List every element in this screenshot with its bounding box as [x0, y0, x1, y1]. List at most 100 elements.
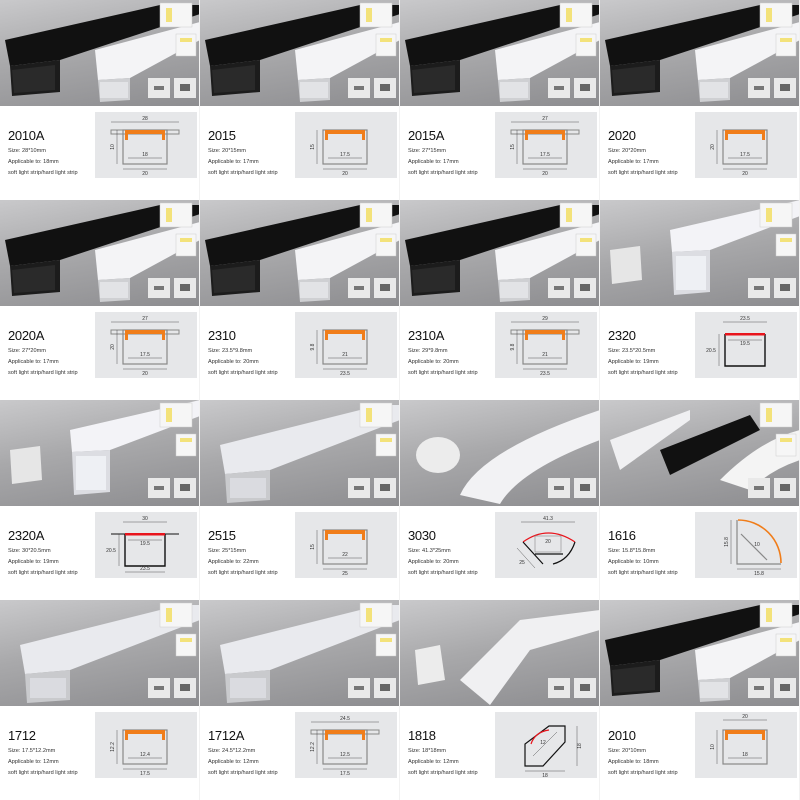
product-photo[interactable]	[200, 400, 399, 506]
dimension-label: 19.5	[140, 541, 150, 547]
product-photo[interactable]	[400, 0, 599, 106]
strip-type: soft light strip/hard light strip	[408, 170, 478, 176]
product-card[interactable]: 2010A Size: 28*10mm Applicable to: 18mm …	[0, 0, 200, 200]
size-line: Size: 27*15mm	[408, 148, 446, 154]
model-number: 1712A	[208, 728, 245, 743]
product-card[interactable]: 1818 Size: 18*18mm Applicable to: 12mm s…	[400, 600, 600, 800]
applicable-label: Applicable to:	[8, 559, 44, 565]
product-card[interactable]: 1616 Size: 15.8*15.8mm Applicable to: 10…	[600, 400, 800, 600]
strip-type: soft light strip/hard light strip	[608, 370, 678, 376]
product-photo[interactable]	[400, 600, 599, 706]
applicable-label: Applicable to:	[8, 759, 44, 765]
size-label: Size:	[408, 148, 422, 154]
applicable-label: Applicable to:	[608, 359, 644, 365]
model-number: 2320A	[8, 528, 45, 543]
product-photo[interactable]	[0, 0, 199, 106]
strip-type: soft light strip/hard light strip	[608, 570, 678, 576]
product-photo[interactable]	[0, 200, 199, 306]
size-label: Size:	[208, 748, 222, 754]
product-card[interactable]: 2320 Size: 23.5*20.5mm Applicable to: 19…	[600, 200, 800, 400]
dimension-label: 17.5	[340, 152, 350, 158]
dimension-label: 20	[742, 714, 748, 720]
product-photo[interactable]	[600, 0, 799, 106]
product-photo[interactable]	[600, 200, 799, 306]
product-card[interactable]: 2020A Size: 27*20mm Applicable to: 17mm …	[0, 200, 200, 400]
size-label: Size:	[408, 348, 422, 354]
product-card[interactable]: 2320A Size: 30*20.5mm Applicable to: 19m…	[0, 400, 200, 600]
model-number: 2310A	[408, 328, 445, 343]
size-line: Size: 30*20.5mm	[8, 548, 51, 554]
product-card[interactable]: 2310 Size: 23.5*9.8mm Applicable to: 20m…	[200, 200, 400, 400]
strip-type: soft light strip/hard light strip	[208, 770, 278, 776]
product-card[interactable]: 2020 Size: 20*20mm Applicable to: 17mm s…	[600, 0, 800, 200]
model-number: 1712	[8, 728, 36, 743]
applicable-label: Applicable to:	[208, 759, 244, 765]
applicable-value: 17mm	[443, 159, 459, 165]
product-card[interactable]: 2015 Size: 20*15mm Applicable to: 17mm s…	[200, 0, 400, 200]
dimension-label: 10	[710, 744, 716, 750]
product-photo[interactable]	[600, 400, 799, 506]
size-label: Size:	[8, 548, 22, 554]
size-line: Size: 17.5*12.2mm	[8, 748, 55, 754]
dimension-label: 25	[519, 560, 525, 566]
dimension-label: 18	[742, 752, 748, 758]
product-photo[interactable]	[0, 400, 199, 506]
applicable-line: Applicable to: 12mm	[408, 759, 459, 765]
product-photo[interactable]	[600, 600, 799, 706]
strip-type: soft light strip/hard light strip	[408, 770, 478, 776]
product-photo[interactable]	[400, 200, 599, 306]
strip-type: soft light strip/hard light strip	[208, 570, 278, 576]
product-photo[interactable]	[400, 400, 599, 506]
size-line: Size: 24.5*12.2mm	[208, 748, 255, 754]
model-number: 1818	[408, 728, 436, 743]
applicable-line: Applicable to: 10mm	[608, 559, 659, 565]
applicable-line: Applicable to: 17mm	[608, 159, 659, 165]
applicable-label: Applicable to:	[608, 759, 644, 765]
dimension-label: 20	[142, 171, 148, 177]
product-card[interactable]: 1712A Size: 24.5*12.2mm Applicable to: 1…	[200, 600, 400, 800]
size-line: Size: 25*15mm	[208, 548, 246, 554]
applicable-line: Applicable to: 20mm	[408, 359, 459, 365]
applicable-line: Applicable to: 17mm	[8, 359, 59, 365]
applicable-value: 12mm	[443, 759, 459, 765]
dimension-label: 22	[342, 552, 348, 558]
applicable-value: 22mm	[243, 559, 259, 565]
dimension-label: 18	[577, 743, 583, 749]
product-card[interactable]: 3030 Size: 41.3*25mm Applicable to: 20mm…	[400, 400, 600, 600]
model-number: 2010A	[8, 128, 45, 143]
applicable-label: Applicable to:	[408, 759, 444, 765]
dimension-label: 24.5	[340, 716, 350, 722]
size-label: Size:	[8, 748, 22, 754]
product-card[interactable]: 1712 Size: 17.5*12.2mm Applicable to: 12…	[0, 600, 200, 800]
product-photo[interactable]	[200, 200, 399, 306]
dimension-label: 20	[110, 344, 116, 350]
product-card[interactable]: 2015A Size: 27*15mm Applicable to: 17mm …	[400, 0, 600, 200]
product-card[interactable]: 2310A Size: 29*9.8mm Applicable to: 20mm…	[400, 200, 600, 400]
strip-type: soft light strip/hard light strip	[8, 170, 78, 176]
dimension-label: 30	[142, 516, 148, 522]
applicable-value: 20mm	[443, 359, 459, 365]
size-value: 25*15mm	[222, 548, 246, 554]
applicable-value: 12mm	[243, 759, 259, 765]
dimension-label: 17.5	[140, 771, 150, 777]
product-card[interactable]: 2010 Size: 20*10mm Applicable to: 18mm s…	[600, 600, 800, 800]
size-line: Size: 23.5*20.5mm	[608, 348, 655, 354]
product-photo[interactable]	[0, 600, 199, 706]
size-value: 18*18mm	[422, 748, 446, 754]
product-photo[interactable]	[200, 0, 399, 106]
size-value: 27*20mm	[22, 348, 46, 354]
dimension-label: 23.5	[340, 371, 350, 377]
product-card[interactable]: 2515 Size: 25*15mm Applicable to: 22mm s…	[200, 400, 400, 600]
dimension-label: 15	[510, 144, 516, 150]
model-number: 2020	[608, 128, 636, 143]
applicable-value: 12mm	[43, 759, 59, 765]
product-photo[interactable]	[200, 600, 399, 706]
applicable-line: Applicable to: 17mm	[208, 159, 259, 165]
